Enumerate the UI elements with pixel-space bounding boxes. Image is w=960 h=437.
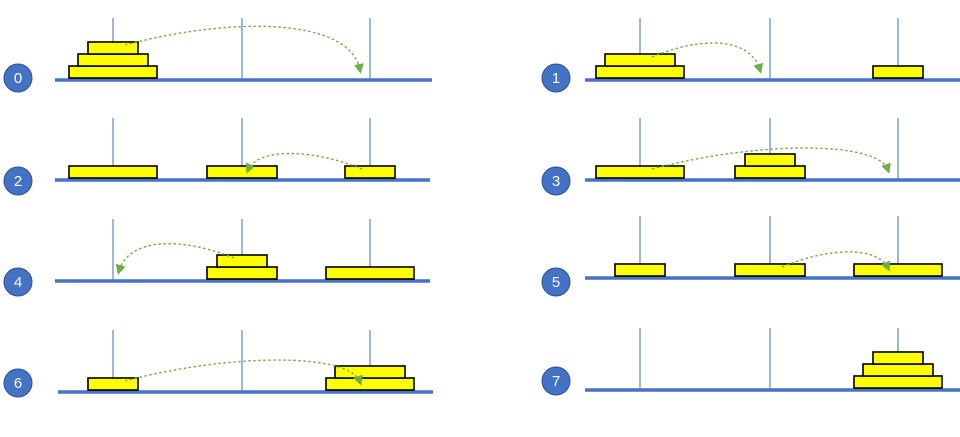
step-badge (541, 63, 571, 93)
disk-medium (206, 165, 278, 179)
step-panel-1: 1 (541, 18, 960, 93)
step-badge (3, 267, 33, 297)
step-badge (541, 267, 571, 297)
disk-large (595, 65, 685, 79)
step-badge (541, 166, 571, 196)
disk-large (853, 263, 943, 277)
step-badge (3, 63, 33, 93)
step-number-label: 1 (552, 70, 560, 87)
disk-large (325, 266, 415, 280)
step-badge (3, 166, 33, 196)
disk-medium (334, 365, 406, 379)
step-panel-6: 6 (3, 330, 433, 398)
disk-large (68, 165, 158, 179)
step-panel-4: 4 (3, 219, 430, 297)
move-arrow (124, 25, 364, 74)
disk-small (872, 351, 924, 365)
move-arrow (115, 242, 235, 275)
step-panel-7: 7 (541, 328, 960, 396)
step-number-label: 5 (552, 274, 560, 291)
disk-small (614, 263, 666, 277)
disk-small (344, 165, 396, 179)
disk-large (68, 65, 158, 79)
step-number-label: 7 (552, 373, 560, 390)
disk-large (325, 377, 415, 391)
step-panel-2: 2 (3, 118, 430, 196)
move-arrow (651, 42, 764, 74)
disk-medium (862, 363, 934, 377)
disk-small (872, 65, 924, 79)
step-number-label: 0 (14, 70, 22, 87)
step-number-label: 4 (14, 274, 22, 291)
disk-large (595, 165, 685, 179)
disk-medium (77, 53, 149, 67)
step-number-label: 6 (14, 375, 22, 392)
disk-medium (734, 165, 806, 179)
step-panel-5: 5 (541, 216, 960, 297)
disk-medium (604, 53, 676, 67)
step-panel-0: 0 (3, 18, 432, 93)
disk-small (744, 153, 796, 167)
disk-medium (734, 263, 806, 277)
step-number-label: 3 (552, 173, 560, 190)
step-badge (541, 366, 571, 396)
disk-large (853, 375, 943, 389)
move-arrow (781, 251, 890, 272)
move-arrow (651, 147, 891, 174)
step-panel-3: 3 (541, 118, 960, 196)
disk-small (216, 254, 268, 268)
step-badge (3, 368, 33, 398)
disk-medium (206, 266, 278, 280)
move-arrow (124, 359, 363, 386)
step-number-label: 2 (14, 173, 22, 190)
